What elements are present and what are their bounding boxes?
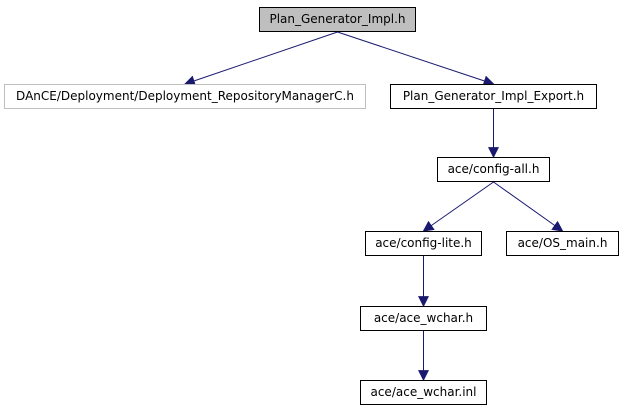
node-os-main-h[interactable]: ace/OS_main.h <box>506 231 619 256</box>
edge-config_all_h-to-config_lite_h <box>422 181 494 232</box>
node-config-all-h[interactable]: ace/config-all.h <box>437 157 550 182</box>
node-deployment-repository-manager-h: DAnCE/Deployment/Deployment_RepositoryMa… <box>4 84 366 109</box>
node-ace-wchar-h[interactable]: ace/ace_wchar.h <box>360 306 487 331</box>
node-config-lite-h[interactable]: ace/config-lite.h <box>365 231 482 256</box>
node-ace-wchar-inl[interactable]: ace/ace_wchar.inl <box>360 380 487 405</box>
edge-plan_generator_impl_h-to-repository_manager_h <box>183 31 338 87</box>
edge-config_all_h-to-os_main_h <box>493 181 564 232</box>
node-plan-generator-impl-h[interactable]: Plan_Generator_Impl.h <box>259 7 416 32</box>
edge-plan_generator_impl_h-to-impl_export_h <box>337 31 495 87</box>
node-plan-generator-impl-export-h[interactable]: Plan_Generator_Impl_Export.h <box>390 84 597 109</box>
